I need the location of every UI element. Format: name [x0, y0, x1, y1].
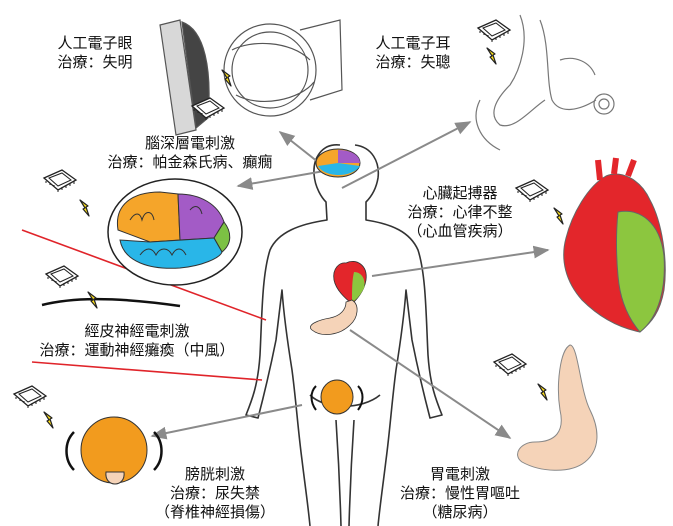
label-bladder-therapy: 治療：尿失禁: [130, 484, 300, 503]
label-nerve-therapy: 治療：運動神經癱瘓（中風）: [2, 341, 272, 360]
arrow-to-ear: [342, 122, 470, 188]
small-bladder-icon: [312, 380, 363, 414]
arrow-to-stomach: [350, 330, 510, 438]
stomach-illustration: [518, 345, 597, 470]
small-brain-icon: [316, 149, 360, 177]
label-gastric-therapy2: （糖尿病）: [385, 503, 535, 522]
arrow-to-bladder: [152, 405, 302, 436]
nerve-electrode-wire: [42, 299, 180, 306]
small-heart-icon: [334, 261, 367, 304]
arrow-to-heart: [372, 250, 548, 276]
small-stomach-icon: [310, 300, 357, 335]
label-nerve: 經皮神經電刺激 治療：運動神經癱瘓（中風）: [2, 322, 272, 360]
lightning-icon: [538, 384, 547, 400]
label-bladder-therapy2: （脊椎神經損傷）: [130, 503, 300, 522]
label-dbs: 腦深層電刺激 治療：帕金森氏病、癲癇: [80, 134, 300, 172]
brain-illustration: [108, 179, 242, 285]
label-pacemaker: 心臟起搏器 治療：心律不整 （心血管疾病）: [390, 184, 530, 241]
chip-icon: [478, 20, 510, 42]
chip-icon: [494, 354, 526, 376]
label-eye-therapy: 治療：失明: [40, 53, 150, 72]
lightning-icon: [554, 208, 563, 224]
label-dbs-title: 腦深層電刺激: [80, 134, 300, 153]
label-ear-therapy: 治療：失聰: [358, 53, 468, 72]
lightning-icon: [44, 412, 53, 428]
label-ear-title: 人工電子耳: [358, 34, 468, 53]
label-pacemaker-title: 心臟起搏器: [390, 184, 530, 203]
label-bladder: 膀胱刺激 治療：尿失禁 （脊椎神經損傷）: [130, 465, 300, 522]
chip-icon: [14, 386, 46, 408]
lightning-icon: [80, 200, 89, 216]
label-gastric: 胃電刺激 治療：慢性胃嘔吐 （糖尿病）: [385, 465, 535, 522]
lightning-icon: [487, 48, 496, 64]
eye-illustration: [160, 20, 342, 135]
heart-illustration: [564, 158, 666, 332]
label-ear: 人工電子耳 治療：失聰: [358, 34, 468, 72]
chip-icon: [46, 266, 78, 288]
label-pacemaker-therapy: 治療：心律不整: [390, 203, 530, 222]
label-bladder-title: 膀胱刺激: [130, 465, 300, 484]
label-pacemaker-therapy2: （心血管疾病）: [390, 222, 530, 241]
label-gastric-therapy: 治療：慢性胃嘔吐: [385, 484, 535, 503]
label-dbs-therapy: 治療：帕金森氏病、癲癇: [80, 153, 300, 172]
label-eye-title: 人工電子眼: [40, 34, 150, 53]
label-gastric-title: 胃電刺激: [385, 465, 535, 484]
label-nerve-title: 經皮神經電刺激: [2, 322, 272, 341]
chip-icon: [44, 170, 76, 192]
label-eye: 人工電子眼 治療：失明: [40, 34, 150, 72]
